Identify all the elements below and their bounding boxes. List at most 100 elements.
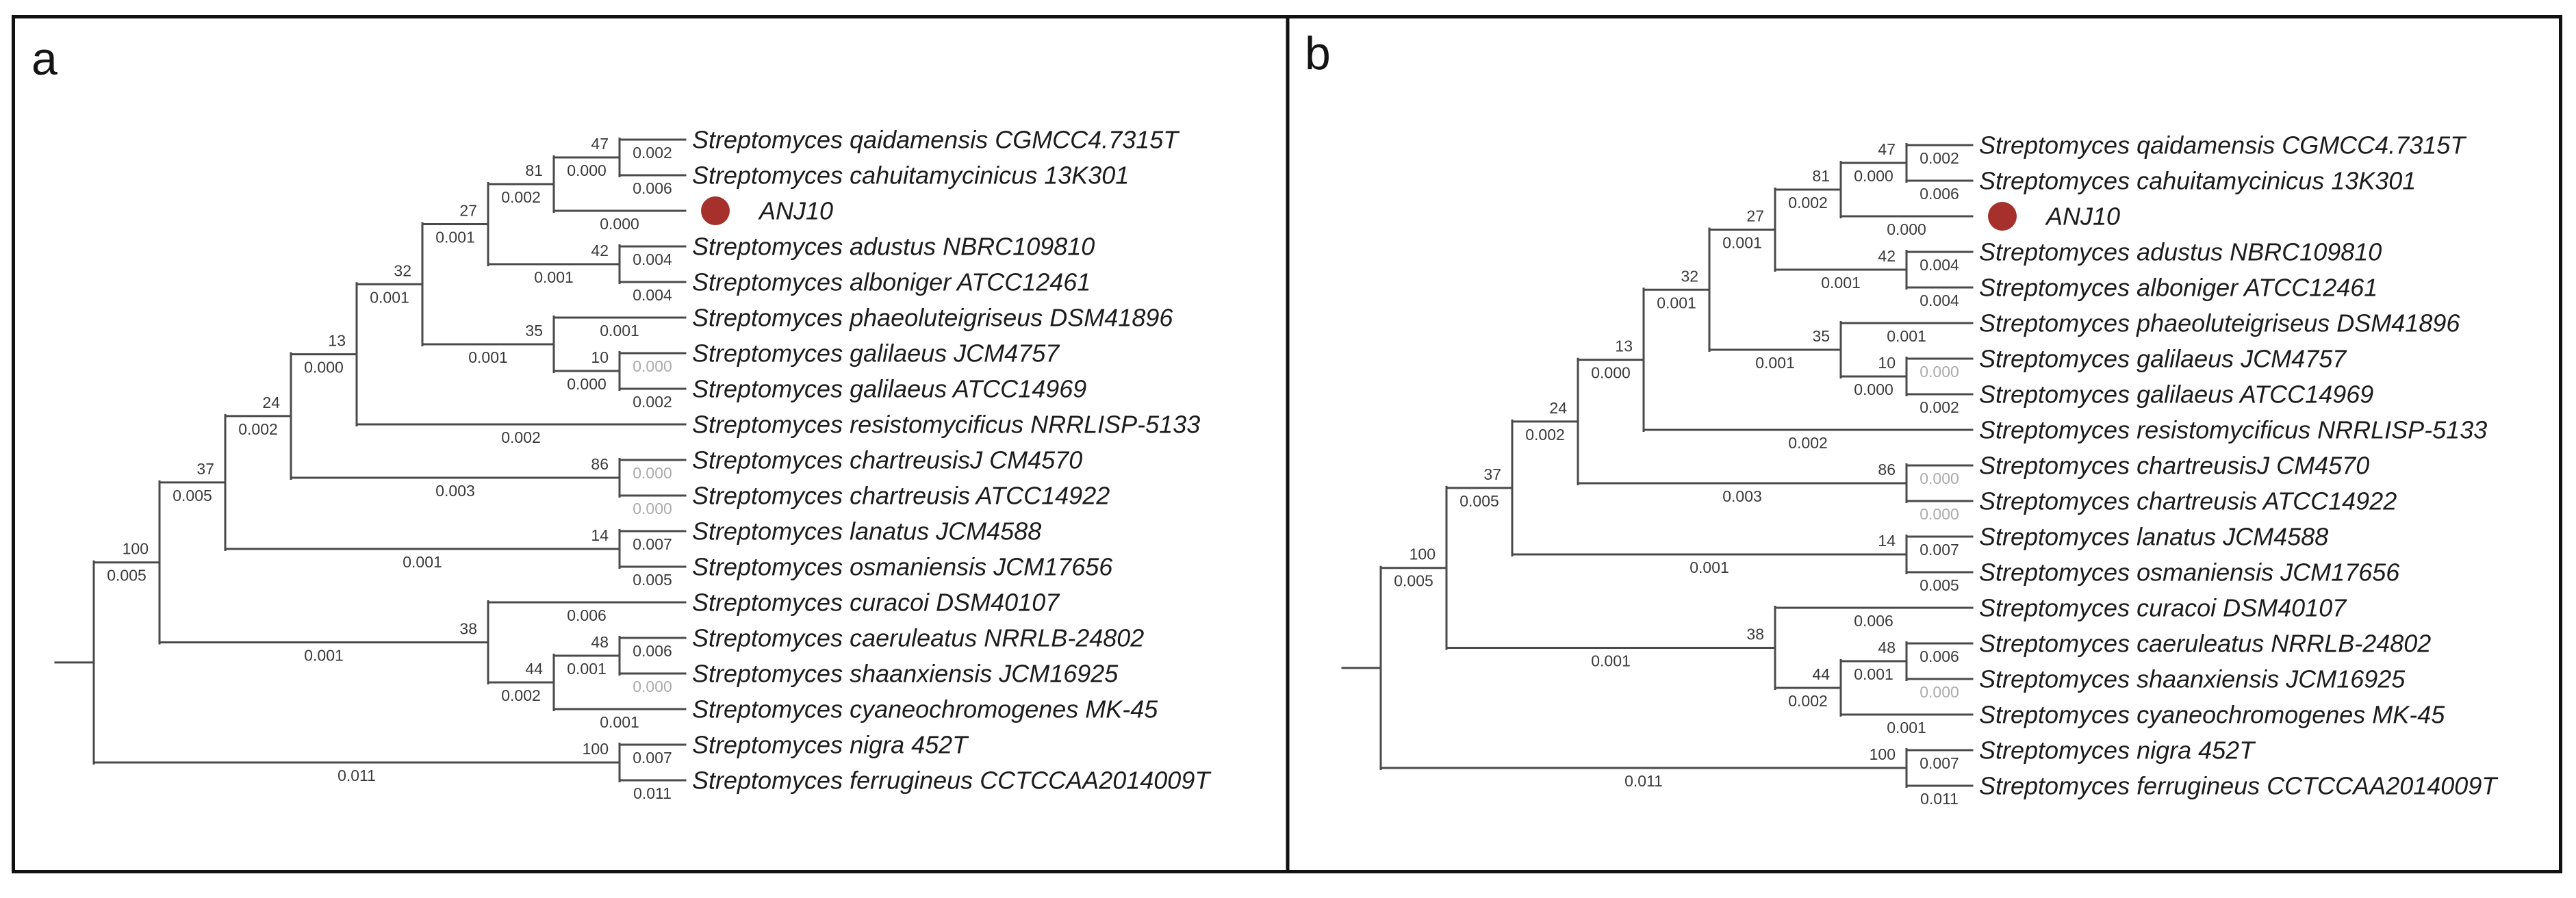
taxon-label: Streptomyces caeruleatus NRRLB-24802 (692, 624, 1144, 652)
taxon-label: Streptomyces galilaeus JCM4757 (1979, 345, 2347, 373)
bootstrap-value-label: 37 (1483, 465, 1501, 483)
branch-length-label: 0.001 (600, 713, 639, 731)
branch-length-label: 0.002 (501, 687, 541, 704)
taxon-label: Streptomyces adustus NBRC109810 (1979, 238, 2382, 266)
branch-length-label: 0.000 (1887, 220, 1926, 238)
taxon-label: Streptomyces ferrugineus CCTCCAA2014009T (1979, 772, 2499, 800)
branch-length-label: 0.005 (1920, 576, 1959, 594)
taxon-label: Streptomyces shaanxiensis JCM16925 (1979, 665, 2406, 693)
bootstrap-value-label: 81 (1812, 167, 1830, 185)
branch-length-label: 0.007 (1920, 541, 1959, 559)
taxon-label: Streptomyces curacoi DSM40107 (1979, 594, 2347, 622)
taxon-label: Streptomyces galilaeus ATCC14969 (1979, 381, 2373, 409)
branch-length-label: 0.001 (1887, 719, 1926, 736)
bootstrap-value-label: 38 (459, 620, 477, 638)
branch-length-label: 0.005 (1394, 572, 1433, 590)
branch-length-label: 0.000 (1920, 683, 1959, 701)
branch-length-label: 0.011 (337, 767, 376, 784)
taxon-label: Streptomyces resistomycificus NRRLISP-51… (1979, 416, 2487, 444)
taxon-label: Streptomyces osmaniensis JCM17656 (1979, 559, 2400, 587)
taxon-label: Streptomyces ferrugineus CCTCCAA2014009T (692, 767, 1212, 795)
bootstrap-value-label: 100 (123, 540, 149, 558)
branch-length-label: 0.000 (1854, 167, 1893, 185)
branch-length-label: 0.001 (370, 288, 409, 306)
bootstrap-value-label: 14 (1878, 532, 1896, 550)
branch-length-label: 0.000 (567, 162, 607, 179)
branch-length-label: 0.002 (501, 188, 541, 206)
branch-length-label: 0.004 (633, 251, 672, 268)
taxon-label: Streptomyces alboniger ATCC12461 (692, 268, 1091, 296)
taxon-label: Streptomyces chartreusis ATCC14922 (692, 482, 1110, 510)
bootstrap-value-label: 86 (591, 455, 609, 473)
bootstrap-value-label: 81 (525, 162, 543, 179)
branch-length-label: 0.007 (1920, 754, 1959, 772)
panel-label-b: b (1305, 27, 1331, 79)
bootstrap-value-label: 13 (1615, 337, 1633, 355)
bootstrap-value-label: 32 (394, 261, 411, 279)
branch-length-label: 0.000 (1920, 505, 1959, 523)
taxon-label: Streptomyces resistomycificus NRRLISP-51… (692, 411, 1200, 439)
branch-length-label: 0.002 (1788, 434, 1828, 452)
bootstrap-value-label: 48 (1878, 639, 1896, 656)
bootstrap-value-label: 42 (1878, 247, 1896, 265)
branch-length-label: 0.002 (1525, 426, 1565, 444)
branch-length-label: 0.002 (1920, 398, 1959, 416)
branch-length-label: 0.006 (1854, 612, 1893, 630)
branch-length-label: 0.000 (1920, 470, 1959, 487)
branch-length-label: 0.005 (173, 487, 212, 504)
branch-length-label: 0.004 (633, 286, 672, 304)
taxon-label: Streptomyces caeruleatus NRRLB-24802 (1979, 630, 2431, 658)
branch-length-label: 0.006 (567, 606, 607, 624)
branch-length-label: 0.002 (501, 428, 541, 446)
branch-length-label: 0.000 (1591, 364, 1631, 382)
branch-length-label: 0.001 (304, 647, 344, 665)
branch-length-label: 0.001 (1591, 652, 1631, 670)
taxon-label: Streptomyces cyaneochromogenes MK-45 (692, 695, 1158, 723)
branch-length-label: 0.011 (1920, 790, 1959, 808)
bootstrap-value-label: 24 (1549, 399, 1567, 417)
taxon-label: Streptomyces nigra 452T (692, 731, 969, 759)
bootstrap-value-label: 10 (1878, 354, 1896, 372)
bootstrap-value-label: 38 (1746, 626, 1764, 643)
taxon-label: Streptomyces osmaniensis JCM17656 (692, 553, 1113, 581)
branch-length-label: 0.002 (633, 144, 672, 162)
branch-length-label: 0.002 (1788, 692, 1828, 710)
highlight-dot (701, 196, 730, 225)
branch-length-label: 0.002 (1920, 149, 1959, 167)
taxon-label: Streptomyces galilaeus ATCC14969 (692, 375, 1086, 403)
branch-length-label: 0.005 (107, 567, 146, 585)
taxon-label: Streptomyces chartreusisJ CM4570 (692, 446, 1082, 474)
branch-length-label: 0.005 (633, 571, 672, 589)
taxon-label: Streptomyces curacoi DSM40107 (692, 589, 1060, 617)
branch-length-label: 0.006 (633, 642, 672, 660)
branch-length-label: 0.006 (633, 179, 672, 197)
branch-length-label: 0.002 (1788, 194, 1828, 211)
bootstrap-value-label: 13 (328, 332, 346, 350)
taxon-label: Streptomyces phaeoluteigriseus DSM41896 (692, 304, 1173, 332)
bootstrap-value-label: 44 (525, 660, 543, 678)
branch-length-label: 0.006 (1920, 647, 1959, 665)
bootstrap-value-label: 48 (591, 633, 609, 651)
branch-length-label: 0.001 (1689, 559, 1729, 576)
taxon-label: Streptomyces alboniger ATCC12461 (1979, 274, 2377, 302)
branch-length-label: 0.003 (1722, 487, 1762, 505)
bootstrap-value-label: 100 (1870, 745, 1896, 763)
branch-length-label: 0.002 (633, 393, 672, 411)
bootstrap-value-label: 32 (1681, 267, 1698, 285)
highlight-dot (1988, 202, 2017, 231)
taxon-label: Streptomyces chartreusisJ CM4570 (1979, 452, 2369, 480)
branch-length-label: 0.000 (567, 375, 607, 393)
taxon-label: Streptomyces cahuitamycinicus 13K301 (692, 162, 1129, 190)
branch-length-label: 0.000 (600, 215, 639, 233)
taxon-label: Streptomyces lanatus JCM4588 (1979, 523, 2328, 551)
branch-length-label: 0.001 (1657, 294, 1696, 311)
branch-length-label: 0.003 (435, 482, 475, 500)
taxon-label-highlighted: ANJ10 (2045, 203, 2120, 231)
branch-length-label: 0.001 (1755, 354, 1795, 372)
branch-length-label: 0.001 (534, 268, 574, 286)
branch-length-label: 0.001 (1821, 274, 1861, 292)
branch-length-label: 0.007 (633, 749, 672, 767)
panel-a-tree: 1000.005370.005240.002130.000320.001270.… (54, 126, 1212, 802)
